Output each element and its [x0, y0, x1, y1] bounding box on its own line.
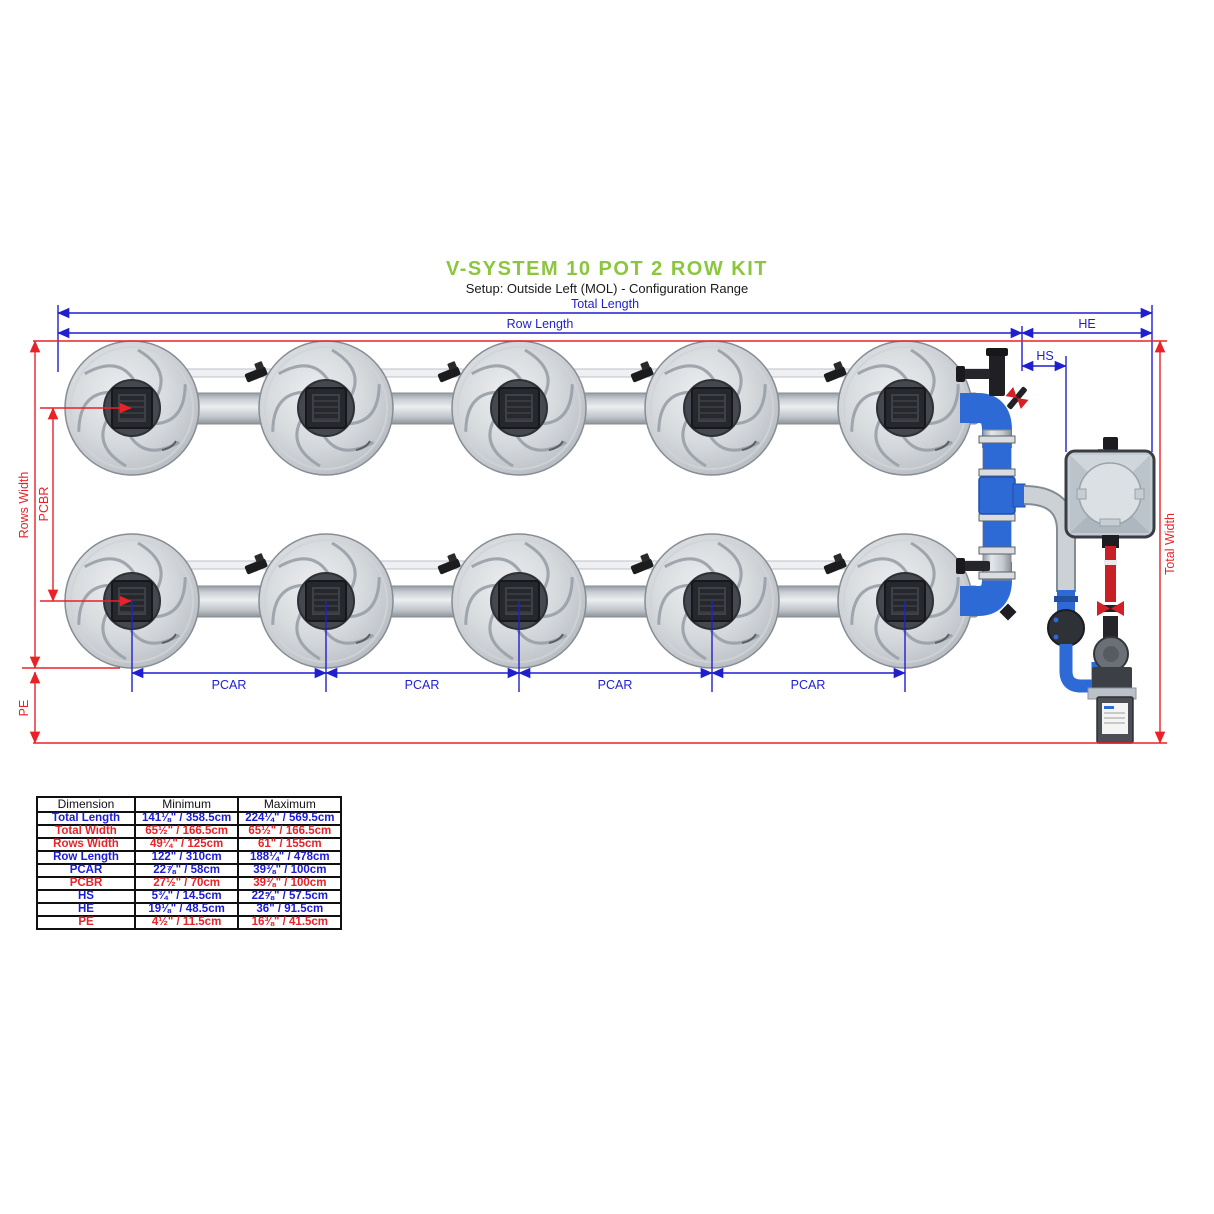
dim-max: 39⅜" / 100cm — [237, 863, 343, 878]
pot — [450, 339, 588, 477]
table-row: HS 5¾" / 14.5cm 22⅝" / 57.5cm — [36, 889, 343, 904]
dim-rows-width: Rows Width — [17, 340, 41, 669]
dim-label: PCAR — [36, 863, 136, 878]
page-title: V-SYSTEM 10 POT 2 ROW KIT — [446, 258, 768, 280]
dim-max: 36" / 91.5cm — [237, 902, 343, 917]
col-header: Dimension — [36, 796, 136, 813]
dim-max: 22⅝" / 57.5cm — [237, 889, 343, 904]
table-row: Rows Width 49¼" / 125cm 61" / 155cm — [36, 837, 343, 852]
svg-text:PE: PE — [17, 700, 31, 717]
dim-max: 16⅜" / 41.5cm — [237, 915, 343, 930]
pot — [836, 339, 974, 477]
dim-label: Total Width — [36, 824, 136, 839]
table-row: PE 4½" / 11.5cm 16⅜" / 41.5cm — [36, 915, 343, 930]
dim-label: PE — [36, 915, 136, 930]
dim-label: Row Length — [36, 850, 136, 865]
table-row: PCAR 22⅞" / 58cm 39⅜" / 100cm — [36, 863, 343, 878]
svg-text:PCBR: PCBR — [37, 487, 51, 522]
dim-max: 224¼" / 569.5cm — [237, 811, 343, 826]
reservoir-lid — [1078, 462, 1142, 526]
svg-text:PCAR: PCAR — [405, 678, 440, 692]
pot — [643, 339, 781, 477]
svg-text:PCAR: PCAR — [598, 678, 633, 692]
reservoir-outlet — [1102, 535, 1119, 548]
col-header: Maximum — [237, 796, 343, 813]
dim-label: PCBR — [36, 876, 136, 891]
svg-text:HS: HS — [1036, 349, 1053, 363]
svg-text:Total Width: Total Width — [1163, 513, 1177, 575]
svg-text:Total Length: Total Length — [571, 297, 639, 311]
table-row: Total Width 65½" / 166.5cm 65½" / 166.5c… — [36, 824, 343, 839]
dim-label: Rows Width — [36, 837, 136, 852]
dim-max: 61" / 155cm — [237, 837, 343, 852]
dim-min: 27½" / 70cm — [133, 876, 240, 891]
manifold — [956, 348, 1029, 621]
table-row: PCBR 27½" / 70cm 39⅜" / 100cm — [36, 876, 343, 891]
dim-he: HE — [1021, 317, 1153, 339]
spec-table: Dimension Minimum Maximum Total Length 1… — [36, 796, 343, 930]
dim-hs: HS — [1021, 349, 1067, 452]
table-header-row: Dimension Minimum Maximum — [36, 796, 343, 813]
dim-total-width: Total Width — [1154, 340, 1177, 744]
filter — [1047, 609, 1085, 647]
dim-min: 22⅞" / 58cm — [133, 863, 240, 878]
svg-text:Rows Width: Rows Width — [17, 472, 31, 539]
dim-pe: PE — [17, 671, 41, 744]
dim-label: Total Length — [36, 811, 136, 826]
dim-min: 141⅛" / 358.5cm — [133, 811, 240, 826]
dim-min: 19⅛" / 48.5cm — [133, 902, 240, 917]
pot — [257, 339, 395, 477]
system-diagram: Total Length Row Length HE HS PCAR — [17, 297, 1177, 744]
dim-pcbr: PCBR — [37, 402, 132, 607]
table-row: Row Length 122" / 310cm 188¼" / 478cm — [36, 850, 343, 865]
dim-label: HE — [36, 902, 136, 917]
dim-min: 4½" / 11.5cm — [133, 915, 240, 930]
dim-min: 5¾" / 14.5cm — [133, 889, 240, 904]
dim-min: 65½" / 166.5cm — [133, 824, 240, 839]
svg-text:PCAR: PCAR — [212, 678, 247, 692]
page-subtitle: Setup: Outside Left (MOL) - Configuratio… — [465, 281, 749, 296]
dim-min: 122" / 310cm — [133, 850, 240, 865]
controller — [1096, 696, 1134, 744]
table-row: HE 19⅛" / 48.5cm 36" / 91.5cm — [36, 902, 343, 917]
svg-text:HE: HE — [1078, 317, 1095, 331]
reservoir — [1064, 437, 1156, 548]
col-header: Minimum — [133, 796, 240, 813]
return-pipe — [1105, 546, 1116, 602]
svg-text:Row Length: Row Length — [507, 317, 574, 331]
svg-text:PCAR: PCAR — [791, 678, 826, 692]
pump-assembly — [1047, 546, 1137, 744]
dim-pcar: PCAR PCAR PCAR PCAR — [131, 601, 906, 692]
dim-max: 39⅜" / 100cm — [237, 876, 343, 891]
dim-label: HS — [36, 889, 136, 904]
dim-max: 65½" / 166.5cm — [237, 824, 343, 839]
valve-icon — [1005, 386, 1029, 410]
table-row: Total Length 141⅛" / 358.5cm 224¼" / 569… — [36, 811, 343, 826]
dim-min: 49¼" / 125cm — [133, 837, 240, 852]
dim-max: 188¼" / 478cm — [237, 850, 343, 865]
